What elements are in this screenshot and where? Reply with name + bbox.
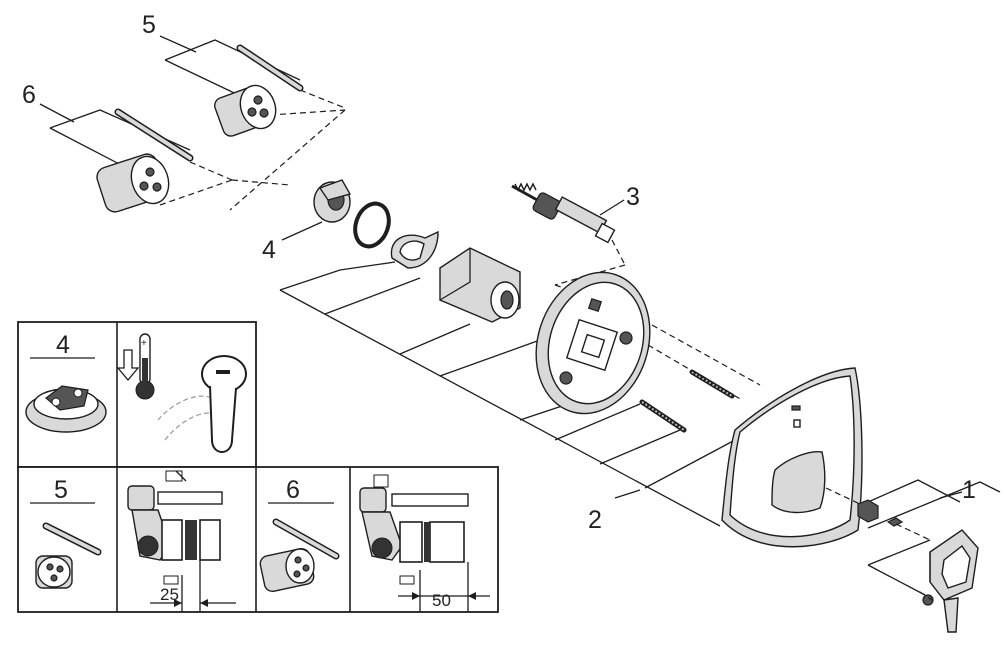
callout-4: 4: [262, 236, 276, 264]
inset-label-5: 5: [54, 476, 68, 504]
part-5-extension-kit: 5: [142, 11, 346, 211]
dimension-25-label: 25: [160, 585, 179, 604]
mixing-sleeve: [439, 247, 521, 323]
callout-6: 6: [22, 81, 36, 109]
part-6-extension-kit: 6: [22, 81, 291, 213]
part-4-temperature-limiter: 4: [262, 179, 352, 264]
svg-text:+: +: [141, 338, 147, 349]
mounting-plate: [535, 271, 651, 415]
callout-3: 3: [626, 183, 640, 211]
escutcheon-plate: [721, 367, 863, 548]
down-arrow-icon: [116, 349, 140, 382]
extension-rod-5: [236, 44, 304, 92]
inset-label-4: 4: [56, 331, 70, 359]
extension-cartridge-6: [96, 153, 170, 213]
inset-dimension-50: 50: [359, 474, 490, 612]
callout-2: 2: [588, 506, 602, 534]
callout-5: 5: [142, 11, 156, 39]
callout-1: 1: [962, 476, 976, 504]
inset-label-6: 6: [286, 476, 300, 504]
extension-cartridge-5: [214, 84, 277, 137]
inset-cell-temperature: +: [116, 333, 247, 453]
dimension-50-label: 50: [432, 591, 451, 610]
extension-rod-6: [114, 108, 194, 162]
mounting-screws: [639, 344, 743, 433]
o-ring: [353, 201, 391, 249]
installation-inset: 4 + 5: [17, 321, 499, 613]
inset-cell-6: 6: [259, 476, 340, 593]
lever-handle-icon: [201, 355, 247, 453]
thermometer-icon: +: [135, 333, 155, 400]
part-2-trim-set: 2: [279, 261, 863, 548]
inset-cell-5: 5: [30, 476, 102, 589]
part-3-diverter-spindle: 3: [511, 182, 640, 301]
lever-handle: [929, 529, 979, 633]
part-1-handle-set: 1: [857, 476, 1001, 633]
inset-dimension-25: 25: [127, 470, 236, 612]
retaining-clip: [390, 230, 439, 269]
inset-cell-4: 4: [25, 331, 107, 433]
